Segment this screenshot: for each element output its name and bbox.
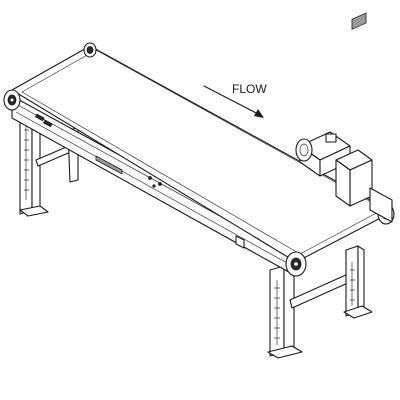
flow-indicator: FLOW — [203, 82, 267, 118]
flow-label: FLOW — [232, 82, 267, 96]
underside-bracket — [95, 155, 245, 249]
side-rail — [11, 95, 297, 277]
tail-pulley — [3, 42, 97, 111]
drive-motor — [295, 12, 393, 223]
flow-arrow — [203, 85, 264, 118]
